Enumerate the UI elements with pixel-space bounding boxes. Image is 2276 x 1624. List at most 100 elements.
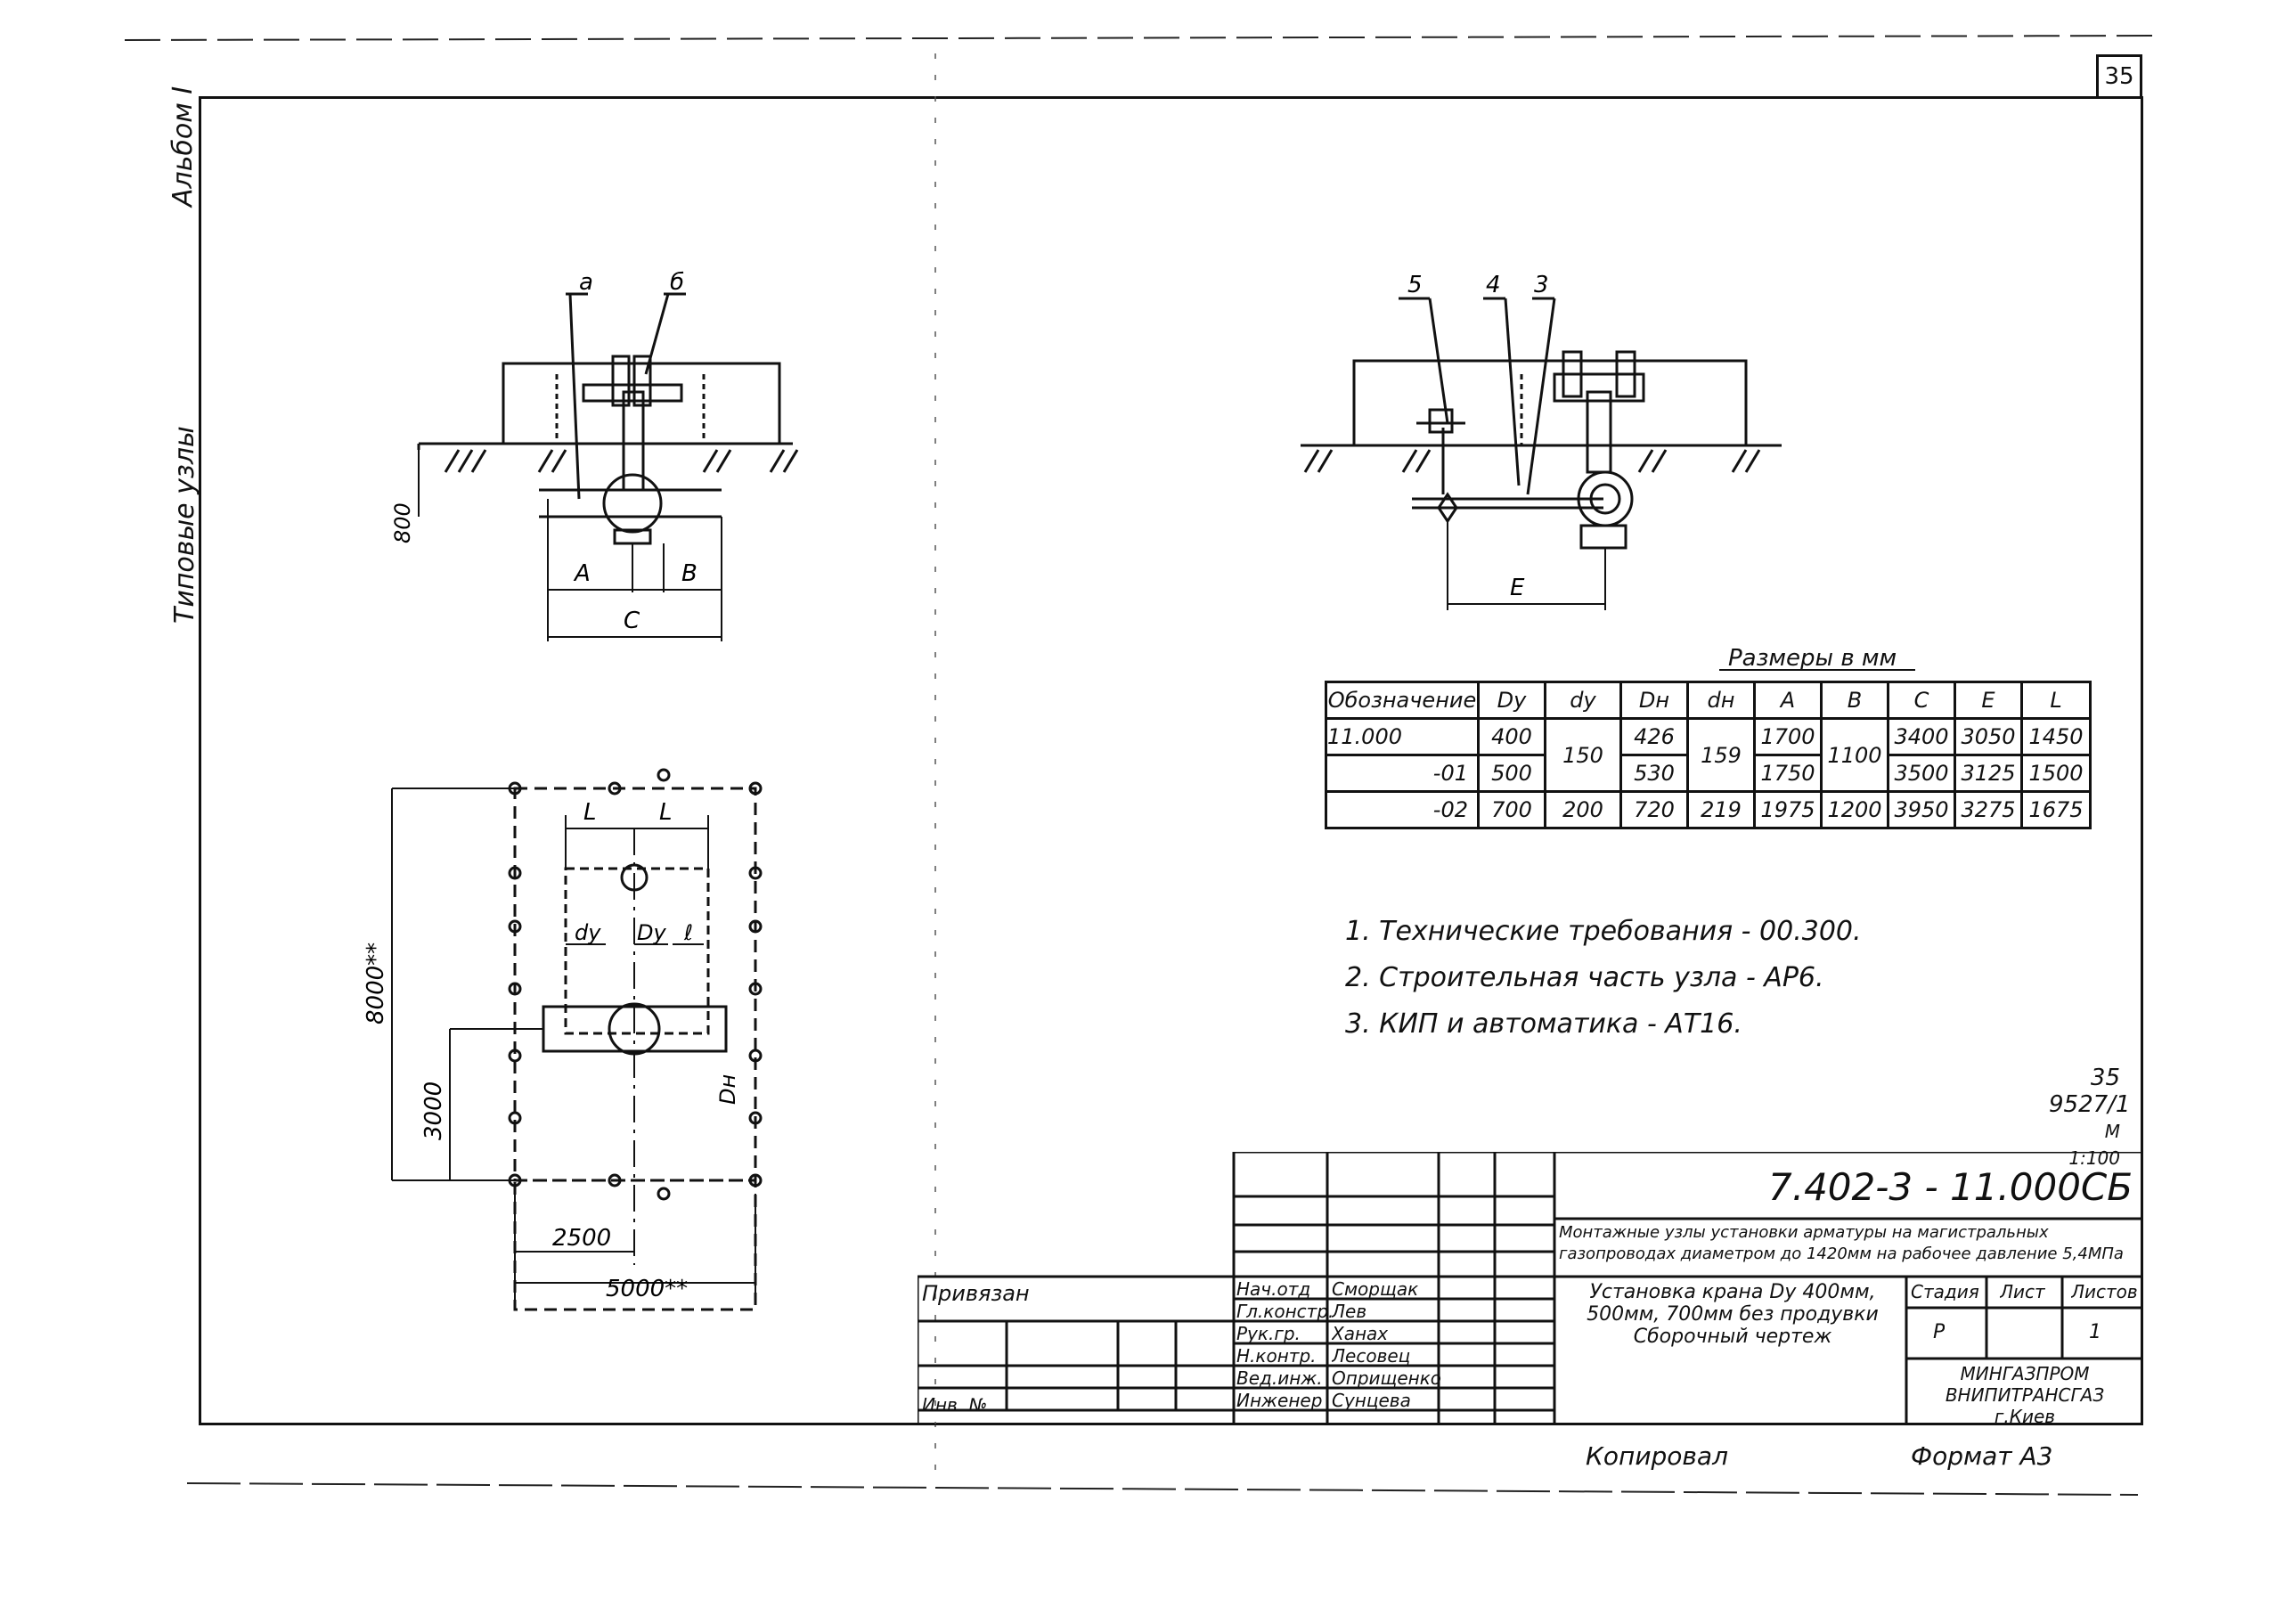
cell-l: 1675 (2020, 790, 2092, 829)
svg-text:А: А (573, 560, 591, 587)
copy-label: Копировал (1586, 1441, 1728, 1471)
plan-view (391, 768, 763, 1311)
cell-dy: 700 (1477, 790, 1546, 829)
role-2: Гл.констр. (1236, 1301, 1334, 1322)
note-item: 1. Технические требования - 00.300. (1345, 916, 1862, 947)
header-a: А (1753, 681, 1823, 720)
document-code: 7.402-3 - 11.000СБ (1768, 1165, 2133, 1209)
note-item: 2. Строительная часть узла - АР6. (1345, 962, 1824, 993)
cell-dn: 426 (1619, 717, 1689, 756)
role-6: Инженер (1236, 1390, 1323, 1411)
cell-b: 1100 (1820, 717, 1889, 793)
header-b: В (1820, 681, 1889, 720)
svg-text:4: 4 (1486, 272, 1501, 298)
cell-b: 1200 (1820, 790, 1889, 829)
svg-text:L: L (659, 799, 673, 826)
cell-e: 3050 (1954, 717, 2023, 756)
header-dy-small: dy (1544, 681, 1622, 720)
organization: МИНГАЗПРОМ ВНИПИТРАНСГАЗ г.Киев (1945, 1363, 2105, 1427)
cell-a: 1750 (1753, 754, 1823, 793)
header-mark: Обозначение (1325, 681, 1480, 720)
svg-text:2500: 2500 (552, 1225, 611, 1252)
name-2: Лев (1332, 1301, 1367, 1322)
bound-label: Привязан (922, 1281, 1030, 1306)
ref-code: 9527/1 (2049, 1091, 2131, 1118)
cell-mark: -02 (1325, 790, 1480, 829)
svg-text:Dн: Dн (715, 1074, 740, 1105)
svg-text:В: В (681, 560, 697, 587)
svg-text:3000: 3000 (420, 1081, 447, 1140)
cell-dn-small: 159 (1686, 717, 1756, 793)
reference-block: 35 9527/1 М 1:100 (2049, 1065, 2131, 1171)
table-title: Размеры в мм (1728, 645, 1897, 672)
role-4: Н.контр. (1236, 1345, 1317, 1367)
cell-dy-small: 200 (1544, 790, 1622, 829)
header-dn-small: dн (1686, 681, 1756, 720)
elevation-view-right (1301, 297, 1782, 610)
format-label: Формат А3 (1911, 1441, 2053, 1471)
svg-text:800: 800 (390, 502, 415, 543)
name-3: Ханах (1332, 1323, 1389, 1344)
svg-text:ℓ: ℓ (683, 920, 693, 945)
title-block-grid (918, 1152, 2143, 1425)
sheet-title: Установка крана Dy 400мм, 500мм, 700мм б… (1587, 1281, 1879, 1348)
name-1: Сморщак (1332, 1278, 1419, 1300)
stage-value: Р (1933, 1321, 1946, 1343)
role-5: Вед.инж. (1236, 1367, 1323, 1389)
sheets-value: 1 (2089, 1321, 2101, 1343)
svg-text:3: 3 (1534, 272, 1549, 298)
name-5: Оприщенко (1332, 1367, 1442, 1389)
sheets-header: Листов (2071, 1281, 2138, 1302)
cell-dn: 720 (1619, 790, 1689, 829)
cell-a: 1975 (1753, 790, 1823, 829)
svg-text:5000**: 5000** (606, 1276, 688, 1302)
inv-label: Инв. № (922, 1394, 988, 1416)
table-row: 11.000 400 150 426 159 1700 1100 3400 30… (1325, 717, 2092, 793)
cell-e: 3125 (1954, 754, 2023, 793)
name-4: Лесовец (1332, 1345, 1411, 1367)
svg-text:8000**: 8000** (363, 943, 389, 1024)
cell-l: 1450 (2020, 717, 2092, 756)
cell-l: 1500 (2020, 754, 2092, 793)
cell-a: 1700 (1753, 717, 1823, 756)
header-dn: Dн (1619, 681, 1689, 720)
role-3: Рук.гр. (1236, 1323, 1301, 1344)
name-6: Сунцева (1332, 1390, 1411, 1411)
project-title: Монтажные узлы установки арматуры на маг… (1559, 1223, 2124, 1263)
page-number: 35 (2096, 54, 2142, 96)
dimensions-table: Обозначение Dy dy Dн dн А В С Е L 11.000… (1325, 681, 2092, 829)
cell-c: 3500 (1887, 754, 1956, 793)
cell-dn-small: 219 (1686, 790, 1756, 829)
table-header-row: Обозначение Dy dy Dн dн А В С Е L (1325, 681, 2092, 720)
cell-dy: 500 (1477, 754, 1546, 793)
cell-dy: 400 (1477, 717, 1546, 756)
cell-dy-small: 150 (1544, 717, 1622, 793)
svg-text:Dy: Dy (637, 920, 666, 945)
sheet-header: Лист (2000, 1281, 2045, 1302)
svg-text:С: С (624, 608, 640, 634)
svg-text:5: 5 (1407, 272, 1423, 298)
cell-dn: 530 (1619, 754, 1689, 793)
cell-mark: -01 (1325, 754, 1480, 793)
header-c: С (1887, 681, 1956, 720)
svg-text:Е: Е (1510, 575, 1525, 601)
stage-header: Стадия (1911, 1281, 1979, 1302)
table-row: -01 500 530 1750 3500 3125 1500 (1325, 754, 2092, 793)
scale-label: М 1:100 (2068, 1121, 2120, 1169)
svg-text:б: б (670, 269, 684, 296)
header-e: Е (1954, 681, 2023, 720)
header-l: L (2020, 681, 2092, 720)
svg-text:dy: dy (575, 920, 601, 945)
note-item: 3. КИП и автоматика - АТ16. (1345, 1008, 1742, 1040)
header-dy: Dy (1477, 681, 1546, 720)
ref-page: 35 (2090, 1065, 2120, 1091)
cell-c: 3950 (1887, 790, 1956, 829)
notes-list: 1. Технические требования - 00.300. 2. С… (1345, 909, 1862, 1048)
svg-text:L: L (583, 799, 597, 826)
elevation-view-left (417, 292, 799, 641)
cell-mark: 11.000 (1325, 717, 1480, 756)
table-row: -02 700 200 720 219 1975 1200 3950 3275 … (1325, 790, 2092, 829)
cell-e: 3275 (1954, 790, 2023, 829)
svg-text:а: а (579, 269, 593, 296)
